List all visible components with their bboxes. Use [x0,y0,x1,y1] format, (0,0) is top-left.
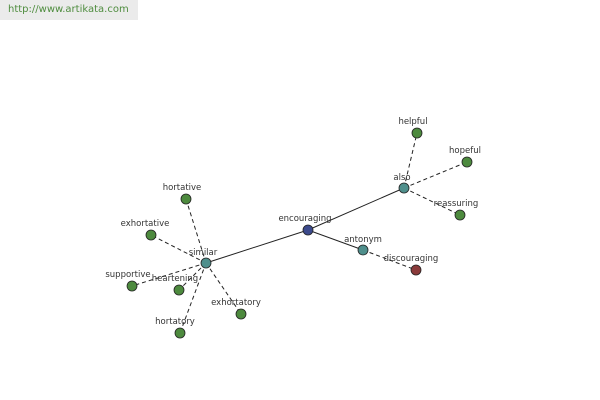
edge-also-helpful [403,132,418,189]
edge-encouraging-antonym [307,229,364,251]
graph-labels: encouraging also similar antonym helpful hope… [105,117,481,327]
edge-similar-hortatory [179,262,207,334]
edge-also-hopeful [403,161,468,189]
label-encouraging[interactable]: encouraging [278,214,331,224]
word-label-heartening[interactable]: heartening [152,274,198,284]
edge-antonym-discouraging [362,249,417,271]
edge-encouraging-also [307,187,405,231]
word-node-exhortatory[interactable] [235,308,247,320]
word-node-helpful[interactable] [411,127,423,139]
edge-also-reassuring [403,187,461,216]
graph-edges [131,132,468,334]
edge-similar-heartening [178,262,207,291]
word-node-discouraging[interactable] [410,264,422,276]
word-node-supportive[interactable] [126,280,138,292]
graph-nodes [126,127,473,339]
relation-label-also[interactable]: also [393,173,410,183]
relation-label-similar[interactable]: similar [189,248,218,258]
edge-similar-exhortatory [205,262,242,315]
relation-node-similar[interactable] [200,257,212,269]
relation-node-antonym[interactable] [357,244,369,256]
edge-similar-exhortative [150,234,207,264]
word-node-heartening[interactable] [173,284,185,296]
relation-label-antonym[interactable]: antonym [344,235,382,245]
word-label-hopeful[interactable]: hopeful [449,146,481,156]
edge-encouraging-similar [205,229,309,264]
word-label-discouraging[interactable]: discouraging [384,254,439,264]
word-label-supportive[interactable]: supportive [105,270,150,280]
word-node-reassuring[interactable] [454,209,466,221]
word-node-hortatory[interactable] [174,327,186,339]
edge-similar-supportive [131,262,207,287]
word-label-exhortative[interactable]: exhortative [121,219,170,229]
word-label-helpful[interactable]: helpful [398,117,427,127]
word-label-exhortatory[interactable]: exhortatory [211,298,261,308]
word-label-reassuring[interactable]: reassuring [434,199,479,209]
relation-node-also[interactable] [398,182,410,194]
word-node-hortative[interactable] [180,193,192,205]
word-node-hopeful[interactable] [461,156,473,168]
word-label-hortatory[interactable]: hortatory [155,317,195,327]
node-encouraging[interactable] [302,224,314,236]
site-url-banner[interactable]: http://www.artikata.com [0,0,138,20]
word-node-exhortative[interactable] [145,229,157,241]
word-label-hortative[interactable]: hortative [163,183,202,193]
